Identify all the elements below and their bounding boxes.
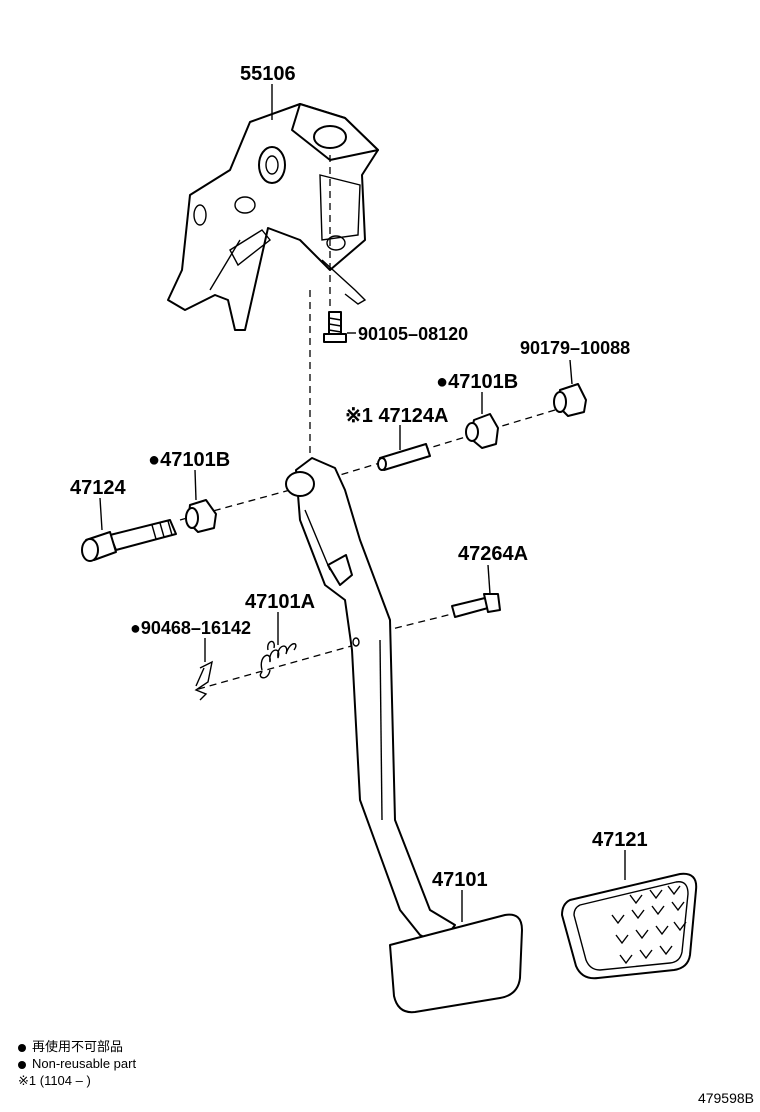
pivot-bolt-47124[interactable] <box>81 519 177 562</box>
label-47101a: 47101A <box>245 591 315 613</box>
label-90105: 90105–08120 <box>358 324 468 344</box>
label-47101b-top: ●47101B <box>436 371 518 393</box>
pin-47264a[interactable] <box>451 593 501 618</box>
clip-90468[interactable] <box>194 660 213 701</box>
label-47121: 47121 <box>592 829 648 851</box>
bushing-47101b-top[interactable] <box>465 413 499 449</box>
label-47124: 47124 <box>70 477 126 499</box>
bullet-icon <box>18 1043 26 1052</box>
label-90468: ●90468–16142 <box>130 618 251 638</box>
label-90179: 90179–10088 <box>520 338 630 358</box>
label-47264a: 47264A <box>458 543 528 565</box>
leader-lines <box>99 84 626 922</box>
brake-pedal-arm-47101[interactable] <box>285 457 456 946</box>
return-spring-47101a[interactable] <box>259 640 297 679</box>
alignment-lines <box>179 155 556 691</box>
label-47101b-left: ●47101B <box>148 449 230 471</box>
pedal-pad-cover-47121[interactable] <box>561 872 698 980</box>
legend-note1: ※1 (1104 – ) <box>18 1073 91 1088</box>
label-55106: 55106 <box>240 63 296 85</box>
label-47124a: ※1 47124A <box>345 405 449 427</box>
bracket-55106[interactable] <box>167 103 379 331</box>
bushing-90179[interactable] <box>553 383 587 417</box>
legend: 再使用不可部品 Non-reusable part ※1 (1104 – ) <box>18 1038 136 1089</box>
collar-47124a[interactable] <box>377 443 431 471</box>
legend-nonreusable-en: Non-reusable part <box>18 1055 136 1072</box>
diagram-code: 479598B <box>697 1090 754 1106</box>
bullet-icon <box>18 1060 26 1069</box>
bolt-90105[interactable] <box>323 311 347 343</box>
label-47101: 47101 <box>432 869 488 891</box>
pedal-pad[interactable] <box>389 913 523 1014</box>
bushing-47101b-left[interactable] <box>185 499 217 533</box>
legend-nonreusable-jp: 再使用不可部品 <box>18 1038 136 1055</box>
